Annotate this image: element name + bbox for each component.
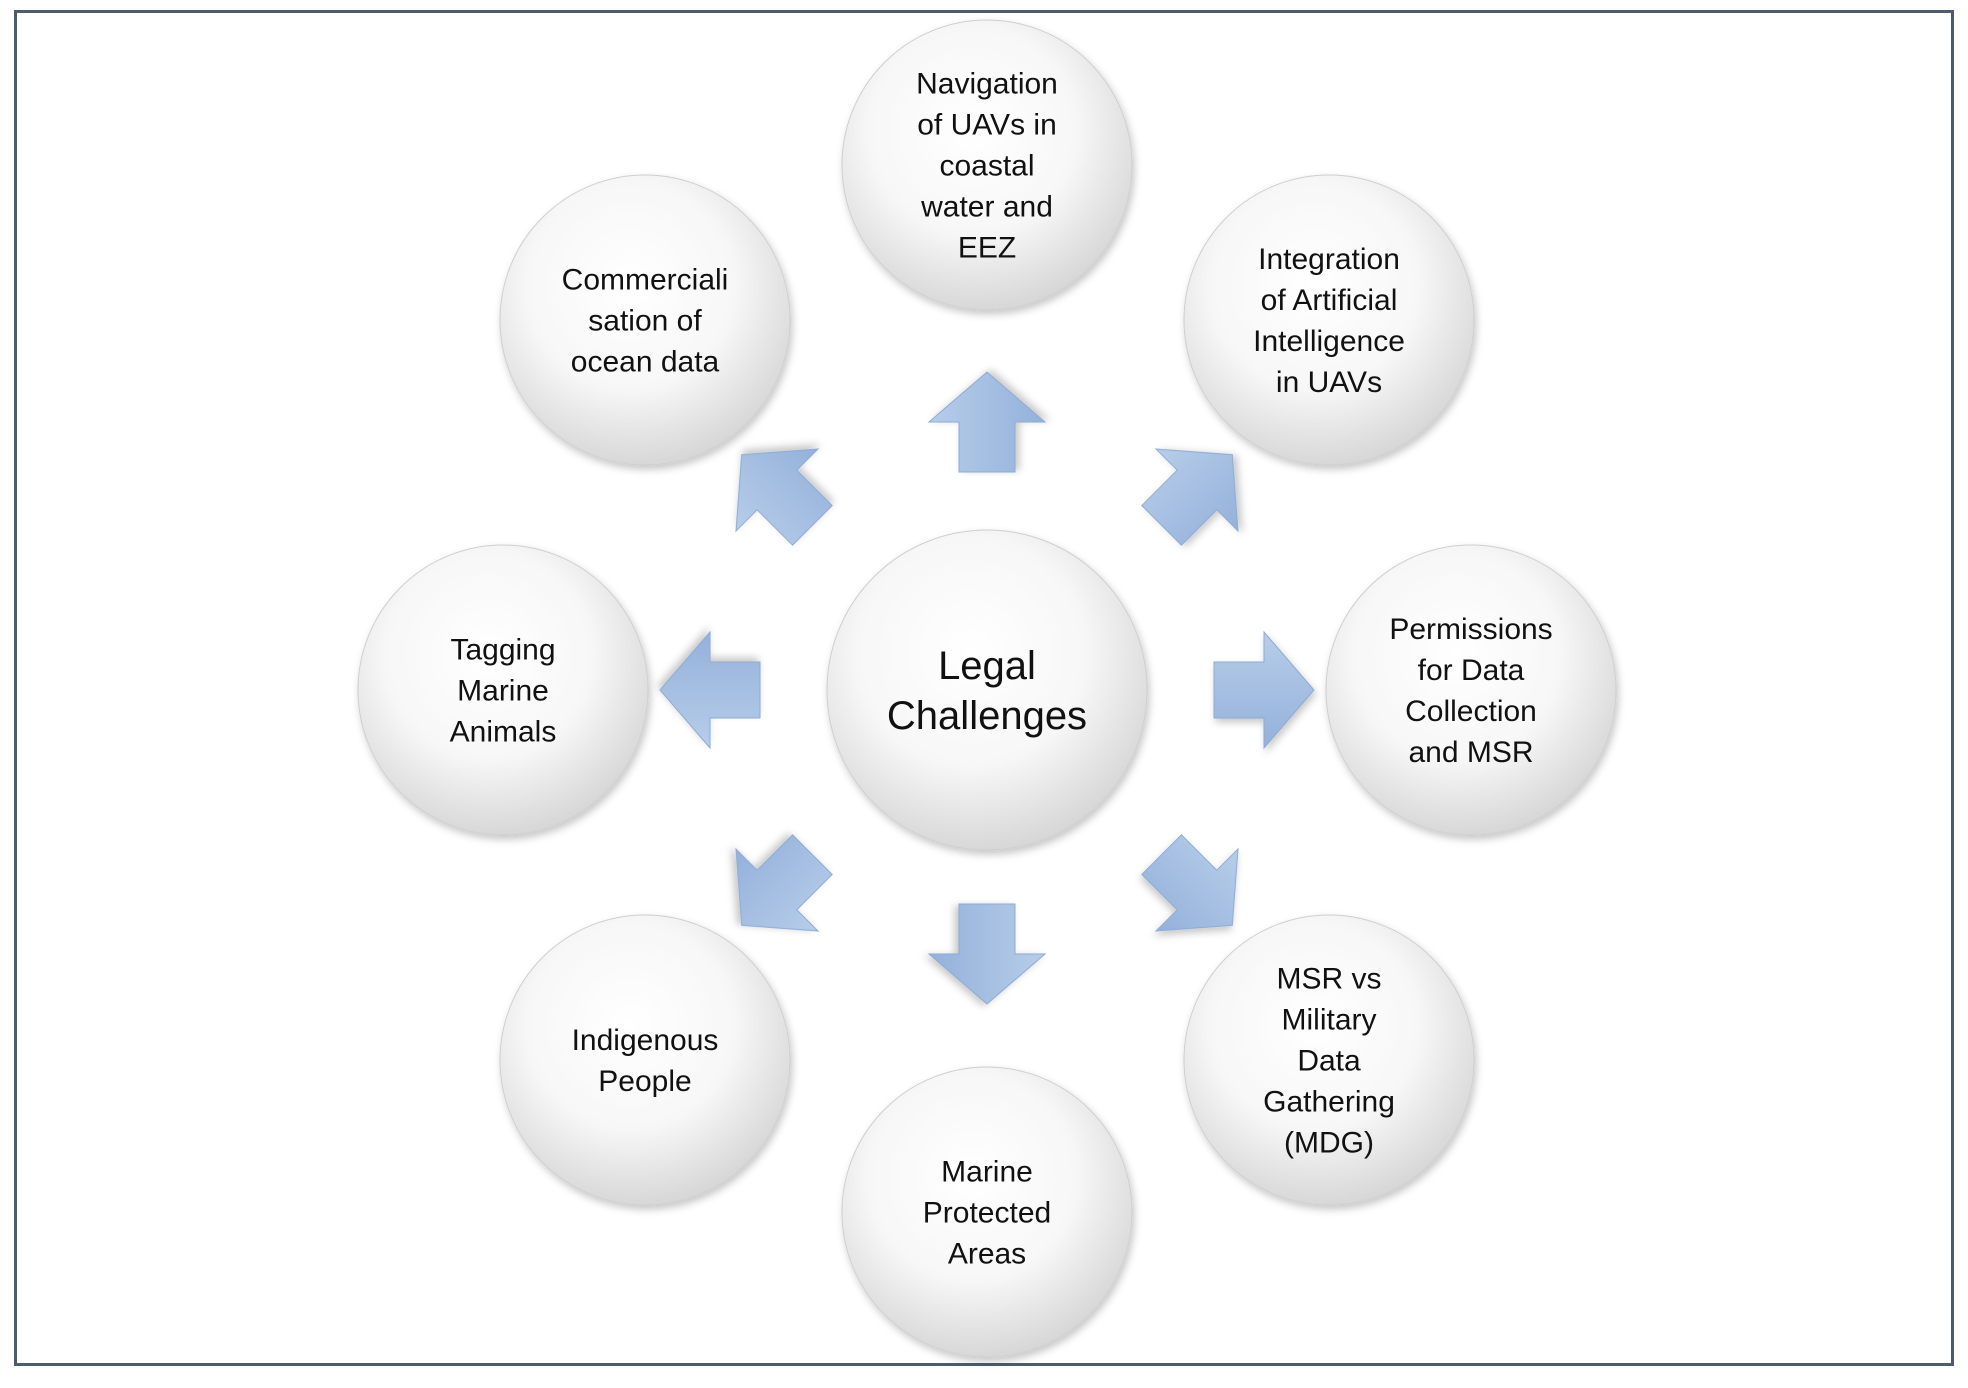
node-circle-bottom-right bbox=[1183, 914, 1475, 1206]
arrow-top-left bbox=[735, 448, 833, 546]
arrow-bottom-left bbox=[735, 834, 833, 932]
node-circle-bottom bbox=[841, 1066, 1133, 1358]
node-circle-top bbox=[841, 19, 1133, 311]
node-circle-right bbox=[1325, 544, 1617, 836]
node-circle-top-left bbox=[499, 174, 791, 466]
center-circle bbox=[826, 529, 1148, 851]
arrow-left bbox=[659, 630, 761, 750]
arrow-top bbox=[927, 371, 1047, 473]
arrow-bottom-right bbox=[1141, 834, 1239, 932]
node-circle-top-right bbox=[1183, 174, 1475, 466]
node-circle-left bbox=[357, 544, 649, 836]
arrow-right bbox=[1213, 630, 1315, 750]
node-circle-bottom-left bbox=[499, 914, 791, 1206]
arrow-bottom bbox=[927, 903, 1047, 1005]
arrow-top-right bbox=[1141, 448, 1239, 546]
arrows-layer bbox=[659, 371, 1315, 1005]
